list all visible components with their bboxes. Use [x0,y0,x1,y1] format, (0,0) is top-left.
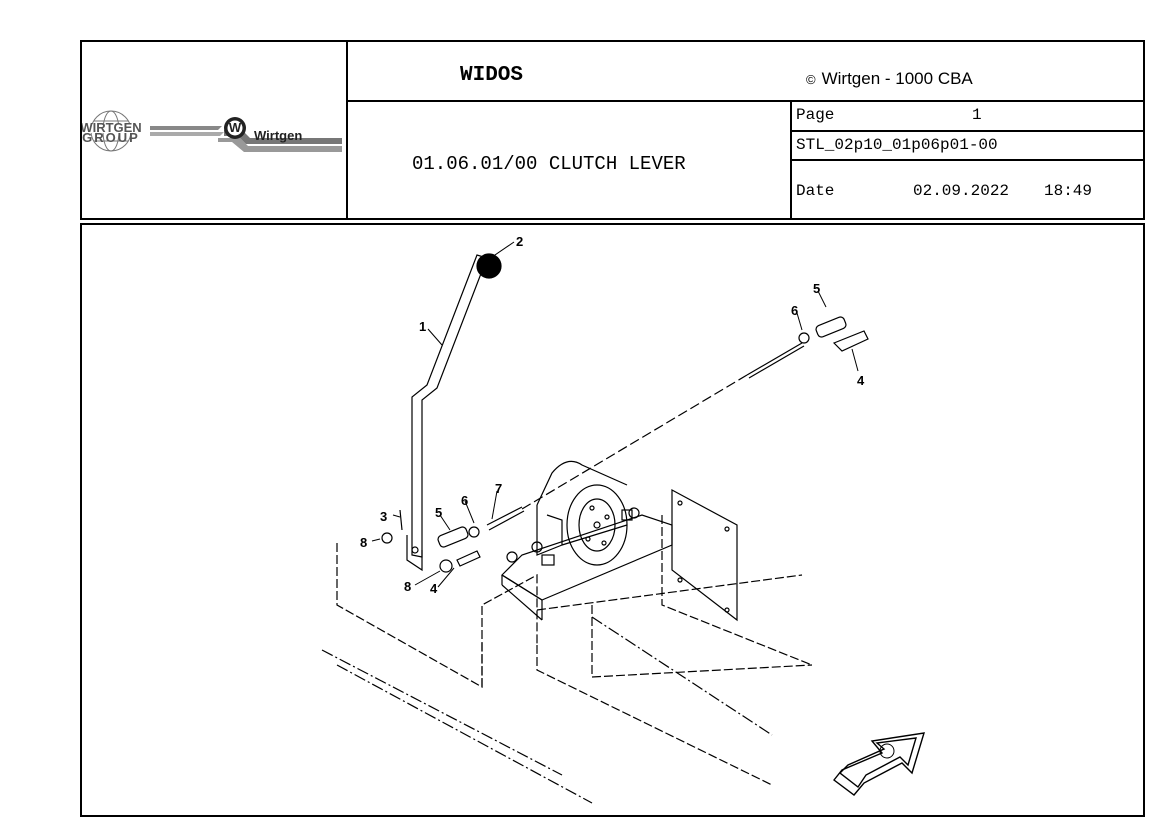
threaded-rod [486,342,805,531]
svg-text:W: W [229,120,242,135]
callout-6-right: 6 [791,303,798,318]
callout-3: 3 [380,509,387,524]
callout-1: 1 [419,319,426,334]
document-code: STL_02p10_01p06p01-00 [796,136,998,154]
callout-8-bottom: 8 [404,579,411,594]
time-value: 18:49 [1044,182,1093,200]
callout-4-left: 4 [430,581,438,596]
machine-name: Wirtgen - 1000 CBA [821,69,973,88]
logo-group-text: WIRTGEN [82,120,142,135]
logo-group-subtext: GROUP [82,130,140,145]
system-name: WIDOS [460,64,524,87]
clutch-lever [406,254,488,572]
divider [348,100,1143,102]
lever-knob [476,253,502,279]
divider [792,130,1143,132]
date-value: 02.09.2022 [913,182,1010,200]
machine-frame [321,488,813,804]
copyright-icon: © [806,72,816,87]
machine-label: © Wirtgen - 1000 CBA [806,69,973,89]
clevis-right [798,316,869,352]
logo-area: WIRTGEN GROUP W Wirtgen [80,42,346,218]
callout-6-left: 6 [461,493,468,508]
divider [790,100,792,218]
clevis-left [381,509,481,573]
callout-2: 2 [516,234,523,249]
page-title: 01.06.01/00 CLUTCH LEVER [412,153,686,175]
callout-7: 7 [495,481,502,496]
callout-4-right: 4 [857,373,865,388]
page-label: Page [796,106,835,124]
callout-8-top: 8 [360,535,367,550]
callout-5-right: 5 [813,281,820,296]
parts-diagram: 2 1 5 6 4 7 6 5 3 8 8 4 [321,234,925,804]
divider [792,159,1143,161]
date-label: Date [796,182,835,200]
header-table: WIRTGEN GROUP W Wirtgen WIDOS © Wirtgen -… [80,40,1145,220]
logo-brand-text: Wirtgen [254,128,302,143]
bearing-housing [506,460,640,566]
exploded-view-drawing: 2 1 5 6 4 7 6 5 3 8 8 4 [80,223,1145,817]
callout-5-left: 5 [435,505,442,520]
divider [346,42,348,218]
wirtgen-logo-icon: WIRTGEN GROUP W Wirtgen [80,110,342,152]
page-number: 1 [972,106,982,124]
leader-lines [371,241,859,588]
direction-arrow-icon [833,732,925,796]
